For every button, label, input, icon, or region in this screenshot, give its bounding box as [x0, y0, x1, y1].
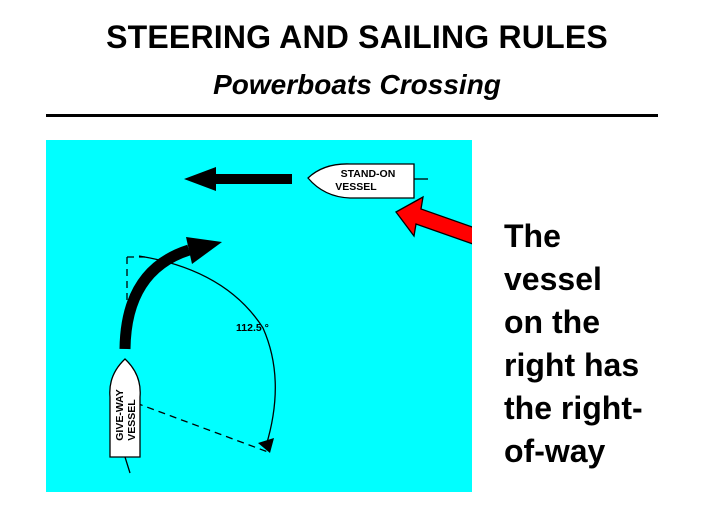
page-subtitle: Powerboats Crossing	[213, 69, 501, 100]
title-divider	[46, 114, 658, 117]
stand-on-vessel-label-line1: STAND-ON	[341, 168, 396, 180]
stand-on-vessel-label-line2: VESSEL	[335, 181, 377, 193]
bearing-lines	[126, 255, 276, 453]
page-title: STEERING AND SAILING RULES	[106, 19, 608, 55]
caption-line: vessel	[504, 261, 602, 297]
caption-line: The	[504, 218, 561, 254]
caption-line: on the	[504, 304, 600, 340]
angle-label: 112.5 °	[236, 322, 269, 334]
stand-on-vessel: STAND-ON VESSEL	[307, 163, 428, 199]
crossing-diagram: STAND-ON VESSEL 112.5 °	[46, 140, 472, 492]
caption-line: right has	[504, 347, 640, 383]
give-way-vessel: GIVE-WAY VESSEL	[109, 358, 141, 474]
right-of-way-caption: The vessel on the right has the right- o…	[504, 215, 709, 473]
stand-on-heading-arrow	[184, 167, 292, 191]
give-way-vessel-label-line2: VESSEL	[126, 399, 138, 441]
right-of-way-pointer-arrow	[395, 195, 472, 245]
give-way-vessel-label-line1: GIVE-WAY	[114, 389, 126, 441]
give-way-turn-arrow	[119, 237, 222, 350]
caption-line: the right-	[504, 390, 643, 426]
caption-line: of-way	[504, 433, 606, 469]
